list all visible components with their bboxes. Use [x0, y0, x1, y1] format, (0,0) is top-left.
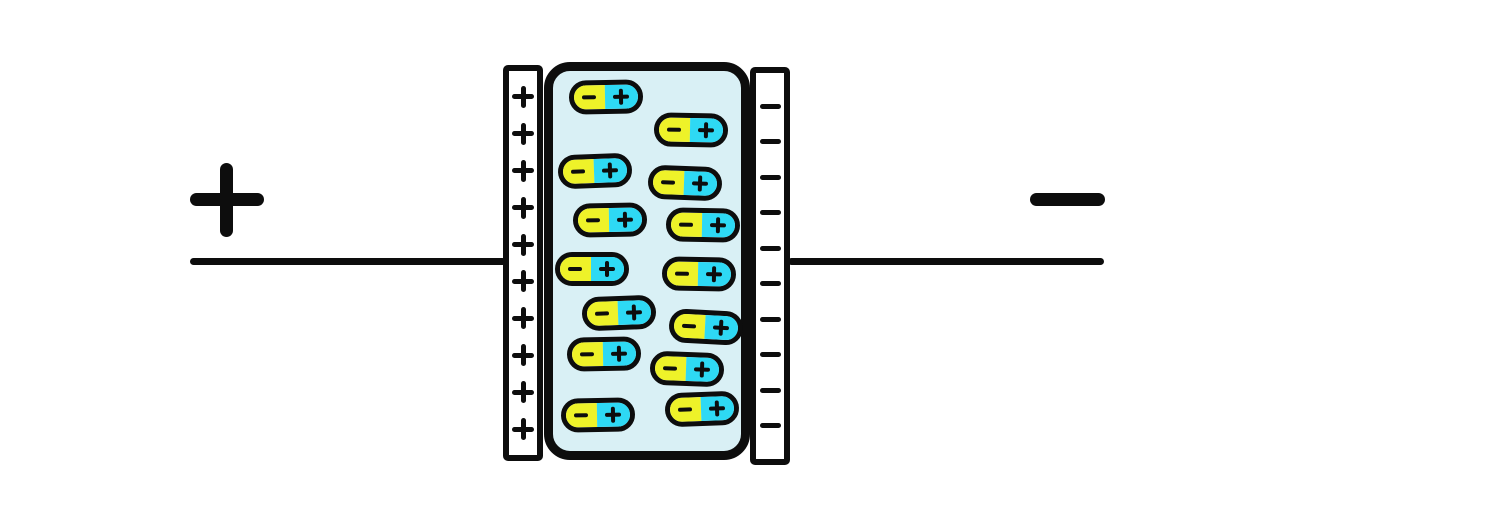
dipole-molecule [572, 202, 648, 238]
plus-icon [512, 307, 534, 330]
molecule-negative-end [669, 397, 702, 423]
molecule-positive-end [593, 157, 628, 184]
molecule-negative-end [573, 85, 605, 110]
minus-icon [663, 366, 678, 371]
molecule-negative-end [565, 403, 597, 428]
molecule-positive-end [701, 212, 736, 238]
molecule-positive-end [683, 170, 718, 197]
plus-icon [512, 85, 534, 108]
plus-icon [611, 346, 627, 362]
minus-icon [595, 311, 610, 316]
minus-icon [759, 210, 781, 216]
plus-icon [512, 159, 534, 182]
plus-icon [512, 381, 534, 404]
plus-icon [706, 266, 722, 282]
minus-icon [759, 387, 781, 393]
molecule-negative-end [586, 301, 619, 327]
molecule-positive-end [704, 314, 739, 341]
dipole-molecule [665, 207, 741, 243]
minus-icon [661, 180, 676, 185]
minus-icon [759, 245, 781, 251]
minus-icon [679, 222, 694, 227]
minus-icon [580, 352, 595, 357]
molecule-negative-end [652, 169, 685, 195]
dipole-molecule [566, 336, 642, 372]
minus-icon [759, 352, 781, 358]
plus-icon [602, 162, 619, 179]
plus-icon [713, 319, 730, 336]
molecule-positive-end [604, 84, 639, 110]
dipole-molecule [557, 152, 633, 190]
molecule-negative-end [658, 117, 690, 142]
plus-icon [512, 270, 534, 293]
dipole-molecule [653, 112, 729, 148]
dipole-molecule [581, 294, 657, 332]
minus-icon [582, 95, 597, 100]
minus-icon [759, 281, 781, 287]
molecule-negative-end [670, 212, 702, 237]
molecule-negative-end [654, 355, 687, 381]
molecule-negative-end [560, 257, 591, 281]
plus-icon [617, 212, 633, 228]
plus-icon [599, 261, 616, 277]
minus-icon [759, 103, 781, 109]
molecule-negative-end [571, 342, 603, 367]
molecule-positive-end [596, 402, 631, 428]
dipole-molecule [647, 164, 723, 202]
plus-icon [512, 233, 534, 256]
molecule-positive-end [697, 261, 732, 287]
dipole-molecule [560, 397, 636, 433]
minus-icon [675, 271, 690, 276]
molecule-positive-end [685, 356, 720, 383]
plus-icon [613, 89, 629, 105]
molecule-positive-end [602, 341, 637, 367]
right-plate [750, 67, 790, 465]
minus-icon [568, 267, 583, 271]
dipole-molecule [555, 252, 629, 286]
plus-icon [512, 196, 534, 219]
minus-icon [574, 413, 589, 418]
minus-icon [759, 174, 781, 180]
molecule-positive-end [608, 207, 643, 233]
left-plate [503, 65, 543, 461]
minus-icon [586, 218, 601, 223]
minus-icon [759, 423, 781, 429]
molecule-negative-end [562, 159, 595, 185]
plus-icon [626, 304, 643, 321]
plus-icon [190, 163, 264, 237]
right-wire [788, 258, 1104, 265]
molecule-positive-end [689, 117, 724, 143]
molecule-negative-end [666, 261, 698, 286]
molecule-positive-end [617, 299, 652, 326]
minus-icon [678, 407, 693, 412]
minus-icon [667, 127, 682, 132]
dipole-molecule [568, 79, 644, 115]
dipole-molecule [649, 350, 725, 388]
plus-icon [605, 407, 621, 423]
minus-icon [759, 139, 781, 145]
minus-icon [571, 169, 586, 174]
plus-icon [710, 217, 726, 233]
plus-icon [512, 344, 534, 367]
minus-icon [759, 316, 781, 322]
molecule-negative-end [673, 313, 706, 339]
plus-icon [512, 122, 534, 145]
molecule-negative-end [577, 208, 609, 233]
plus-icon [692, 175, 709, 192]
plus-icon [709, 400, 726, 417]
minus-icon [1030, 193, 1105, 206]
minus-icon [682, 323, 697, 329]
dipole-molecule [664, 390, 740, 428]
plus-icon [694, 361, 711, 378]
plus-icon [698, 122, 714, 138]
molecule-positive-end [590, 257, 624, 281]
plus-icon [512, 418, 534, 441]
left-wire [190, 258, 506, 265]
dipole-molecule [661, 256, 737, 292]
dipole-molecule [668, 308, 744, 346]
molecule-positive-end [700, 395, 735, 422]
